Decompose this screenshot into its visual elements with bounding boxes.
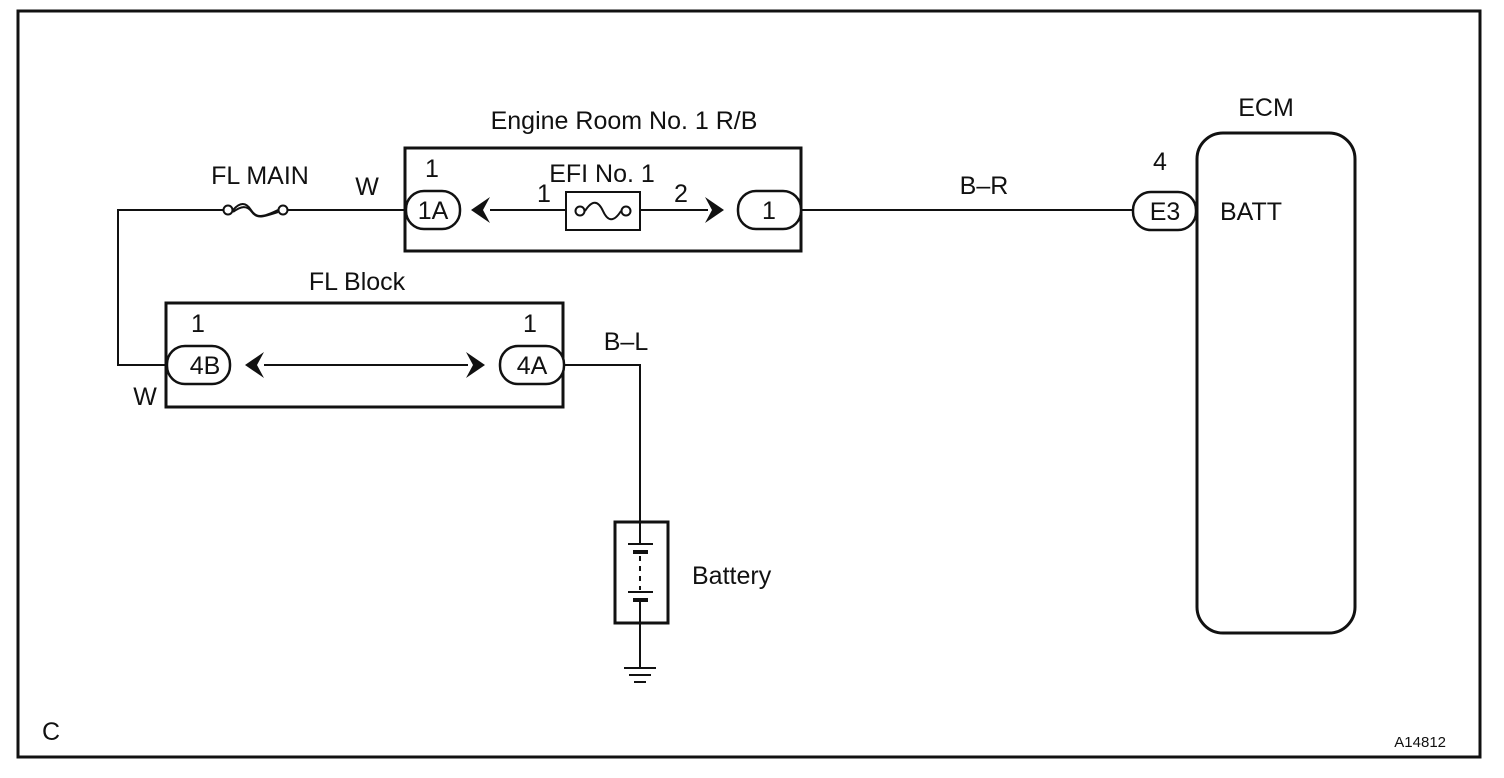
fuse-efi-no1 [565, 191, 641, 231]
fuse-element-icon [584, 201, 622, 221]
connector-4a [498, 344, 566, 386]
engine-room-relay-block [403, 146, 803, 253]
fuse-pin-right: 2 [674, 180, 688, 208]
connector-1-chevron [705, 197, 724, 223]
connector-4b-pin: 1 [191, 310, 205, 338]
connector-1a-pin: 1 [425, 155, 439, 183]
wire-color-w-top: W [355, 173, 379, 201]
connector-e3-pin: 4 [1153, 148, 1167, 176]
fl-main-terminal-left [222, 204, 234, 216]
wire-color-b-l: B–L [604, 328, 649, 356]
ecm-title: ECM [1238, 94, 1294, 122]
wire-color-w-left: W [133, 383, 157, 411]
fl-main-label: FL MAIN [211, 162, 309, 190]
connector-4a-chevron [466, 352, 485, 378]
fuse-terminal-right [620, 205, 632, 217]
connector-4a-label: 4A [517, 352, 548, 380]
connector-e3 [1131, 190, 1198, 232]
fuse-pin-left: 1 [537, 180, 551, 208]
connector-rb-1-label: 1 [762, 197, 776, 225]
connector-1a-label: 1A [418, 197, 449, 225]
connector-e3-label: E3 [1150, 198, 1181, 226]
fuse-terminal-left [574, 205, 586, 217]
connector-4a-pin: 1 [523, 310, 537, 338]
fl-main-terminal-right [277, 204, 289, 216]
connector-4b [165, 344, 232, 386]
fuse-label: EFI No. 1 [549, 160, 655, 188]
fl-main-link-icon-outline [232, 206, 279, 218]
ecm-terminal-batt: BATT [1220, 198, 1282, 226]
diagram-frame [16, 9, 1482, 759]
battery [613, 520, 670, 625]
wire-color-b-r: B–R [960, 172, 1009, 200]
corner-label: C [42, 718, 60, 746]
relay-block-title: Engine Room No. 1 R/B [491, 107, 758, 135]
connector-1a-chevron [471, 197, 490, 223]
connector-4b-label: 4B [190, 352, 221, 380]
wire-w-fl-block-to-fl-main [117, 209, 224, 366]
figure-code: A14812 [1394, 734, 1446, 751]
connector-1a [404, 189, 462, 231]
ecm-box [1195, 131, 1357, 635]
battery-label: Battery [692, 562, 772, 590]
fl-block-title: FL Block [309, 268, 406, 296]
connector-4b-chevron [245, 352, 264, 378]
connector-rb-1 [736, 189, 803, 231]
wire-b-l-to-battery [565, 364, 641, 522]
